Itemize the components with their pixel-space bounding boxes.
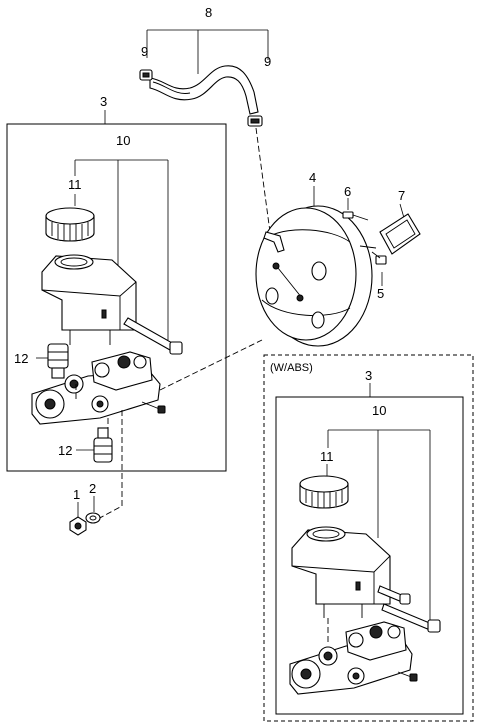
callout-5: 5	[377, 286, 384, 301]
abs-brake-fluid-reservoir	[291, 526, 391, 618]
abs-reservoir-cap	[299, 475, 349, 509]
abs-level-sensor-connector	[377, 585, 441, 633]
reservoir-cap	[45, 207, 95, 242]
brake-fluid-reservoir	[41, 254, 137, 345]
proportioning-valve-bottom	[93, 427, 113, 463]
callout-9-right: 9	[264, 54, 271, 69]
callout-7: 7	[398, 188, 405, 203]
callout-4: 4	[309, 170, 316, 185]
callout-3-abs: 3	[365, 368, 372, 383]
callout-9-left: 9	[141, 44, 148, 59]
abs-mounting-bolt	[397, 671, 418, 682]
callout-11: 11	[68, 177, 82, 192]
clevis-pin-part-6	[342, 211, 369, 221]
callout-1: 1	[73, 487, 80, 502]
abs-variant-outer-frame	[263, 354, 474, 722]
proportioning-valve-top	[47, 343, 69, 379]
brake-booster	[255, 205, 373, 347]
callout-12-bottom: 12	[58, 443, 72, 458]
abs-master-cylinder-frame	[275, 396, 464, 715]
master-cylinder-body	[31, 351, 161, 425]
abs-variant-label: (W/ABS)	[270, 362, 313, 374]
nut-part-1	[69, 516, 87, 536]
callout-2: 2	[89, 481, 96, 496]
hose-clip-left	[139, 69, 153, 81]
vacuum-hose-assembly	[139, 29, 271, 233]
level-sensor-connector	[123, 317, 183, 355]
callout-12-top: 12	[14, 351, 28, 366]
washer-part-2	[85, 512, 101, 524]
callout-8: 8	[205, 5, 212, 20]
callout-3: 3	[100, 94, 107, 109]
nut-part-5	[371, 251, 387, 265]
hose-clip-right	[247, 115, 263, 127]
check-valve	[263, 231, 285, 253]
abs-master-cylinder-body	[289, 621, 413, 695]
master-cylinder-frame	[6, 123, 227, 472]
callout-6: 6	[344, 184, 351, 199]
callout-10: 10	[116, 133, 130, 148]
mounting-bolt	[141, 401, 166, 414]
callout-11-abs: 11	[320, 449, 334, 464]
callout-10-abs: 10	[372, 403, 386, 418]
gasket-part-7	[379, 213, 421, 255]
